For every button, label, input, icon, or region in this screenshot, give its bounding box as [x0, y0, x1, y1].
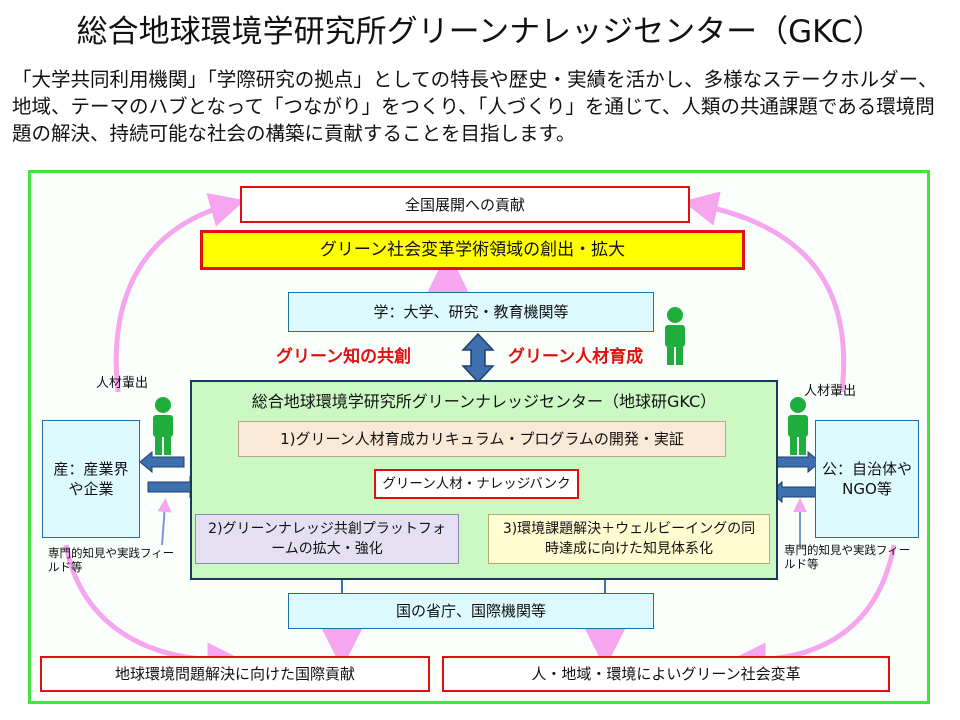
- green-knowledge-label: グリーン知の共創: [276, 347, 412, 367]
- talent-output-right: 人材輩出: [804, 384, 857, 399]
- green-talent-label: グリーン人材育成: [508, 347, 644, 367]
- page-title: 総合地球環境学研究所グリーンナレッジセンター（GKC）: [76, 14, 884, 50]
- left-arrow-icon: [139, 450, 185, 474]
- pink-arc-right-top: [682, 191, 847, 393]
- talent-output-left: 人材輩出: [96, 376, 149, 391]
- person-icon: [788, 397, 808, 455]
- center-title: 総合地球環境学研究所グリーンナレッジセンター（地球研GKC）: [251, 392, 717, 411]
- person-icon: [665, 307, 685, 365]
- expertise-note-left: 専門的知見や実践フィールド等: [48, 546, 175, 574]
- pink-arc-left-top: [113, 192, 245, 393]
- intro-text: 「大学共同利用機関」「学際研究の拠点」としての特長や歴史・実績を活かし、多様なス…: [12, 68, 938, 145]
- public-box: 公：自治体やNGO等: [815, 420, 919, 538]
- green-social-change-box: 人・地域・環境によいグリーン社会変革: [442, 656, 890, 692]
- person-icon: [153, 397, 173, 455]
- item3-box: 3)環境課題解決＋ウェルビーイングの同時達成に向けた知見体系化: [488, 514, 770, 564]
- government-box: 国の省庁、国際機関等: [288, 593, 654, 629]
- bank-box: グリーン人材・ナレッジバンク: [374, 469, 579, 499]
- industry-box: 産：産業界や企業: [42, 420, 140, 538]
- green-academic-field-box: グリーン社会変革学術領域の創出・拡大: [200, 230, 745, 270]
- expertise-note-right: 専門的知見や実践フィールド等: [784, 543, 911, 571]
- national-contribution-box: 全国展開への貢献: [240, 186, 690, 223]
- double-arrow-icon: [461, 332, 495, 384]
- item2-box: 2)グリーンナレッジ共創プラットフォームの拡大・強化: [195, 514, 459, 564]
- international-contribution-box: 地球環境問題解決に向けた国際貢献: [40, 656, 430, 692]
- academia-box: 学：大学、研究・教育機関等: [288, 292, 654, 332]
- item1-box: 1)グリーン人材育成カリキュラム・プログラムの開発・実証: [238, 421, 726, 457]
